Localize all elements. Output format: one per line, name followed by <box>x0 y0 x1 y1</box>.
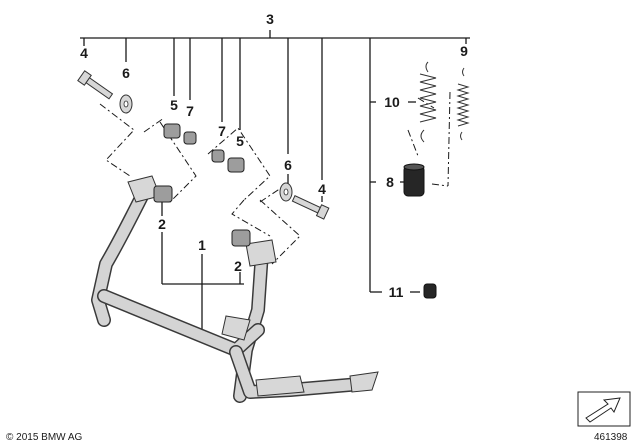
callout-11: 11 <box>389 284 404 300</box>
callout-bracket-3 <box>80 30 470 293</box>
bolt-4-right <box>291 195 330 220</box>
washer-6-left <box>119 94 133 114</box>
spring-10 <box>419 61 437 143</box>
assembly-lines <box>99 91 451 265</box>
leader-lines <box>161 174 323 338</box>
callout-2-right: 2 <box>234 258 242 274</box>
callout-3: 3 <box>266 11 274 27</box>
bushing-5-right <box>227 157 245 173</box>
bushing-2-left <box>153 185 173 203</box>
bushing-7-left <box>183 131 197 145</box>
diagram-number: 461398 <box>594 432 628 443</box>
callout-6-left: 6 <box>122 65 130 81</box>
arrow-box-icon <box>577 391 631 427</box>
bushing-2-right <box>231 229 251 247</box>
callout-4-right: 4 <box>318 181 326 197</box>
callout-8: 8 <box>386 174 394 190</box>
bolt-4-left <box>77 70 114 100</box>
plug-11 <box>423 283 437 299</box>
center-stand-frame <box>91 175 379 403</box>
washer-6-right <box>279 182 293 202</box>
callout-5-left: 5 <box>170 97 178 113</box>
bushing-5-left <box>163 123 181 139</box>
copyright-text: © 2015 BMW AG <box>6 432 83 443</box>
callout-4-left: 4 <box>80 45 88 61</box>
callout-7-left: 7 <box>186 103 194 119</box>
callout-1: 1 <box>198 237 206 253</box>
callout-10: 10 <box>384 94 400 110</box>
sleeve-8 <box>403 163 425 197</box>
callout-6-right: 6 <box>284 157 292 173</box>
callout-2-left: 2 <box>158 216 166 232</box>
bushing-7-right <box>211 149 225 163</box>
callout-7-right: 7 <box>218 123 226 139</box>
callout-5-right: 5 <box>236 133 244 149</box>
spring-9 <box>456 67 470 141</box>
callout-9: 9 <box>460 43 468 59</box>
